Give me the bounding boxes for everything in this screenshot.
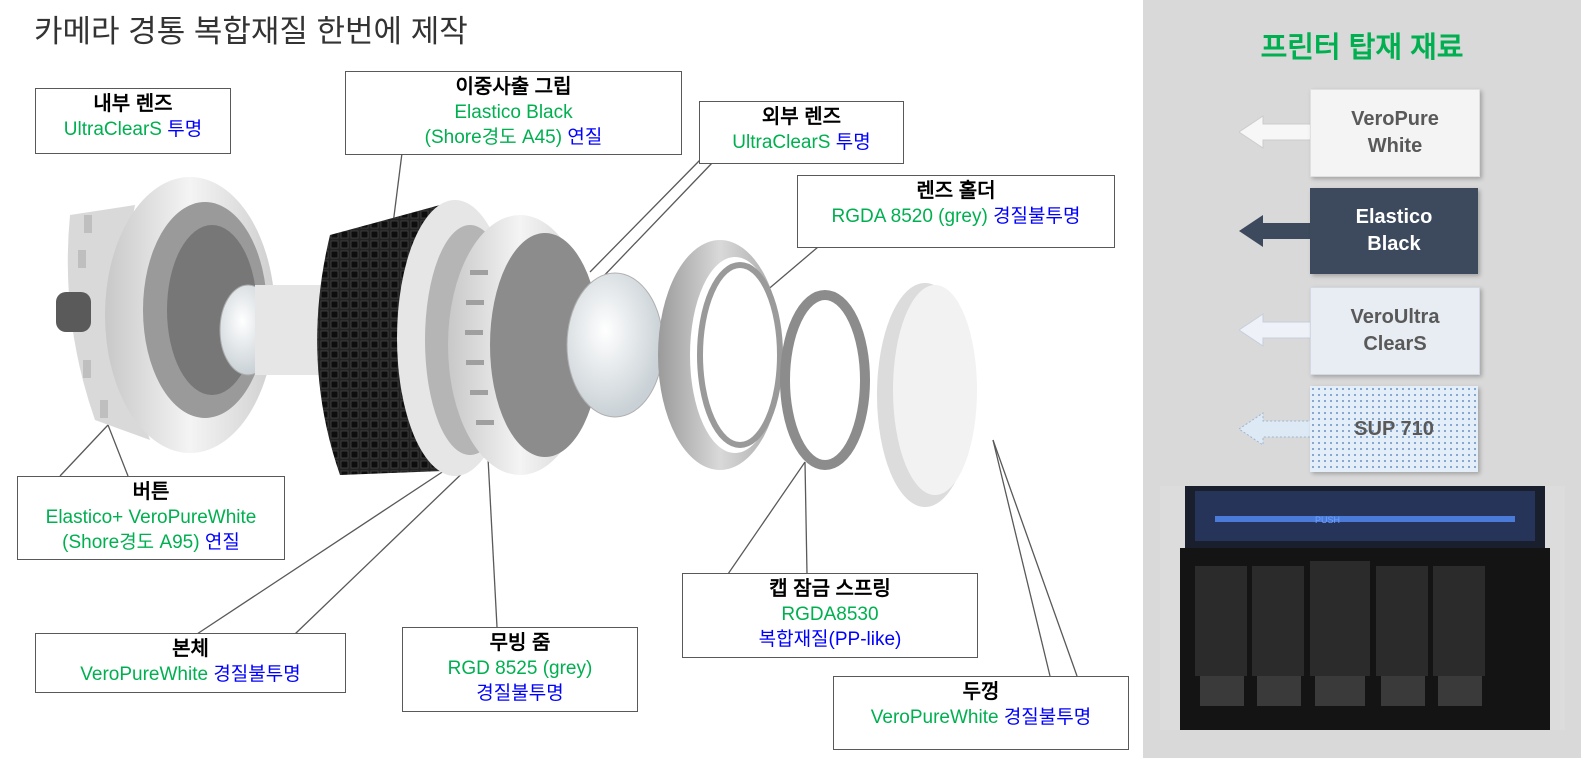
outer-lens-name: 외부 렌즈 <box>761 106 842 128</box>
outer-lens-illustration <box>566 272 664 418</box>
callout-cap: 두껑 VeroPureWhite 경질불투명 <box>833 676 1129 750</box>
camera-exploded-view <box>56 152 1078 677</box>
arrow-left-icon <box>1239 412 1314 446</box>
callout-button: 버튼 Elastico+ VeroPureWhite (Shore경도 A95)… <box>17 476 285 560</box>
callout-outer-lens: 외부 렌즈 UltraClearS 투명 <box>699 101 904 164</box>
button-material: Elastico+ VeroPureWhite <box>45 507 257 528</box>
button-property: 연질 <box>204 532 240 553</box>
outer-lens-property: 투명 <box>835 132 871 153</box>
button-hardness: (Shore경도 A95) <box>62 532 200 553</box>
printer-image: PUSH <box>1160 486 1565 730</box>
lens-holder-property: 경질불투명 <box>993 206 1081 227</box>
zoom-name: 무빙 줌 <box>489 632 551 654</box>
printer-push-label: PUSH <box>1315 515 1340 525</box>
spring-name: 캡 잠금 스프링 <box>769 578 891 600</box>
inner-lens-name: 내부 렌즈 <box>93 93 173 115</box>
grip-name: 이중사출 그립 <box>455 76 572 98</box>
spring-property: 복합재질(PP-like) <box>758 629 902 650</box>
callout-body: 본체 VeroPureWhite 경질불투명 <box>35 633 346 693</box>
inner-lens-material: UltraClearS <box>63 119 162 140</box>
material-sup710-line1: SUP 710 <box>1354 417 1434 440</box>
zoom-part-illustration <box>448 215 600 475</box>
callout-inner-lens: 내부 렌즈 UltraClearS 투명 <box>35 88 231 154</box>
callout-zoom: 무빙 줌 RGD 8525 (grey) 경질불투명 <box>402 627 638 712</box>
spring-material: RGDA8530 <box>781 604 879 625</box>
material-veroultra-line1: VeroUltra <box>1350 306 1440 328</box>
body-property: 경질불투명 <box>213 664 301 685</box>
outer-lens-material: UltraClearS <box>732 132 831 153</box>
callout-spring: 캡 잠금 스프링 RGDA8530 복합재질(PP-like) <box>682 573 978 658</box>
button-name: 버튼 <box>132 481 170 503</box>
arrow-left-icon <box>1239 313 1314 347</box>
lens-holder-name: 렌즈 홀더 <box>916 180 996 202</box>
grip-hardness: (Shore경도 A45) <box>424 127 563 148</box>
panel-title: 프린터 탑재 재료 <box>1260 32 1464 64</box>
spring-illustration <box>780 290 870 470</box>
callout-lens-holder: 렌즈 홀더 RGDA 8520 (grey) 경질불투명 <box>797 175 1115 248</box>
grip-property: 연질 <box>567 127 603 148</box>
material-chip-sup710: SUP 710 <box>1310 386 1478 472</box>
zoom-property: 경질불투명 <box>476 683 564 704</box>
material-veropure-line2: White <box>1367 135 1423 157</box>
page-title: 카메라 경통 복합재질 한번에 제작 <box>34 14 468 49</box>
cap-property: 경질불투명 <box>1003 707 1092 728</box>
arrow-left-icon <box>1239 215 1314 247</box>
button-part-illustration <box>56 177 275 453</box>
material-elastico-line1: Elastico <box>1355 206 1433 228</box>
cap-name: 두껑 <box>962 681 1000 703</box>
callout-grip: 이중사출 그립 Elastico Black (Shore경도 A45) 연질 <box>345 71 682 155</box>
lens-holder-material: RGDA 8520 (grey) <box>831 206 988 227</box>
material-veropure-line1: VeroPure <box>1351 108 1439 130</box>
zoom-material: RGD 8525 (grey) <box>447 658 593 679</box>
material-veroultra-line2: ClearS <box>1363 333 1427 355</box>
cap-material: VeroPureWhite <box>870 707 999 728</box>
body-name: 본체 <box>172 638 209 660</box>
cap-illustration <box>877 283 977 507</box>
material-elastico-line2: Black <box>1367 233 1421 255</box>
body-material: VeroPureWhite <box>80 664 209 685</box>
lens-holder-illustration <box>658 240 783 470</box>
arrow-left-icon <box>1239 115 1314 149</box>
inner-lens-property: 투명 <box>167 119 203 140</box>
grip-material: Elastico Black <box>454 102 573 123</box>
